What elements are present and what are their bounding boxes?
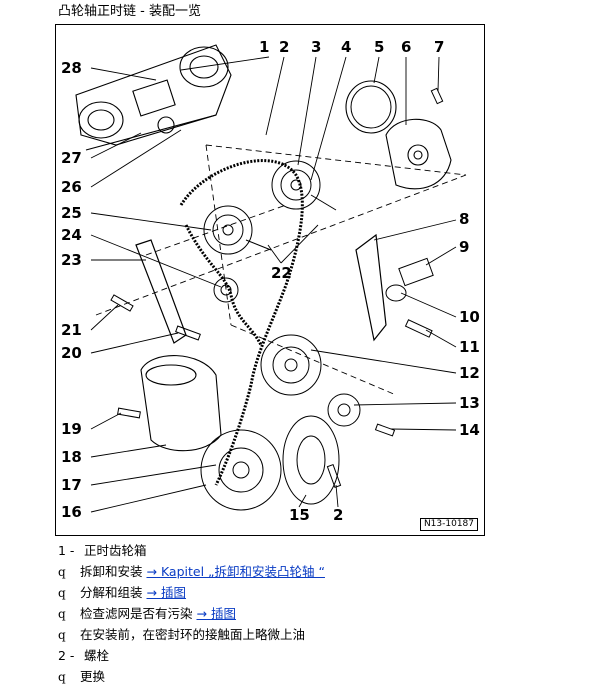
- callout-16: 16: [61, 503, 82, 521]
- bullet-text: 更换: [79, 669, 105, 684]
- exploded-view-drawing: [75, 44, 467, 513]
- callout-7: 7: [434, 38, 445, 56]
- link-arrow-icon: →: [196, 606, 207, 621]
- bullet-marker: q: [58, 670, 66, 684]
- callout-1: 1: [259, 38, 270, 56]
- tensioner-rail: [355, 233, 387, 342]
- callout-23: 23: [61, 251, 82, 269]
- link-label: Kapitel „拆卸和安装凸轮轴 “: [160, 564, 325, 579]
- legend-bullet: q 分解和组装 → 插图: [58, 582, 598, 603]
- bullet-text: 分解和组装: [79, 585, 143, 600]
- chain-tensioner: [398, 257, 434, 287]
- callout-20: 20: [61, 344, 82, 362]
- legend-bullet: q 更换: [58, 666, 598, 687]
- guide-rail: [135, 239, 187, 344]
- callout-5: 5: [374, 38, 385, 56]
- assembly-diagram: 1 2 3 4 5 6 7 8 9 10 11 12 13 14 15 2 16…: [55, 24, 485, 536]
- link-arrow-icon: →: [146, 585, 157, 600]
- callout-27: 27: [61, 149, 82, 167]
- link-label: 插图: [160, 585, 186, 600]
- camshaft-sprocket-upper: [271, 160, 337, 211]
- callout-2-bottom: 2: [333, 506, 344, 524]
- bullet-marker: q: [58, 586, 66, 600]
- callout-19: 19: [61, 420, 82, 438]
- bullet-marker: q: [58, 628, 66, 642]
- drive-sprocket: [327, 393, 361, 427]
- figure-code: N13-10187: [419, 518, 478, 531]
- callout-22: 22: [271, 264, 292, 282]
- callout-4: 4: [341, 38, 352, 56]
- callout-2: 2: [279, 38, 290, 56]
- damper-pulley: [282, 415, 340, 505]
- legend-item-text: 螺栓: [83, 648, 109, 663]
- legend-item-2: 2 - 螺栓: [58, 645, 598, 666]
- small-sprocket: [213, 277, 239, 303]
- callout-18: 18: [61, 448, 82, 466]
- intermediate-sprocket: [260, 334, 322, 396]
- camshaft-sprocket-mid: [203, 205, 272, 255]
- callout-28: 28: [61, 59, 82, 77]
- callout-14: 14: [459, 421, 480, 439]
- callout-24: 24: [61, 226, 82, 244]
- legend-item-number: 1 -: [58, 543, 75, 558]
- bullet-marker: q: [58, 607, 66, 621]
- seal-ring: [345, 80, 397, 134]
- callout-12: 12: [459, 364, 480, 382]
- timing-chain-upper: [179, 159, 304, 486]
- page-title: 凸轮轴正时链 - 装配一览: [58, 4, 201, 19]
- legend-bullet: q 拆卸和安装 → Kapitel „拆卸和安装凸轮轴 “: [58, 561, 598, 582]
- callout-21: 21: [61, 321, 82, 339]
- cylinder-head: [75, 44, 232, 151]
- callout-9: 9: [459, 238, 470, 256]
- link-remove-install-camshaft[interactable]: → Kapitel „拆卸和安装凸轮轴 “: [146, 564, 324, 579]
- bullet-text: 在安装前，在密封环的接触面上略微上油: [79, 627, 305, 642]
- callout-17: 17: [61, 476, 82, 494]
- callout-26: 26: [61, 178, 82, 196]
- callout-10: 10: [459, 308, 480, 326]
- callout-3: 3: [311, 38, 322, 56]
- legend-item-number: 2 -: [58, 648, 75, 663]
- adjuster-valve-housing: [385, 118, 452, 190]
- parts-legend: 1 - 正时齿轮箱 q 拆卸和安装 → Kapitel „拆卸和安装凸轮轴 “ …: [58, 540, 598, 687]
- link-illustration[interactable]: → 插图: [146, 585, 185, 600]
- bullet-text: 检查滤网是否有污染: [79, 606, 193, 621]
- crankshaft-sprocket: [200, 429, 282, 511]
- callout-15: 15: [289, 506, 310, 524]
- legend-bullet: q 检查滤网是否有污染 → 插图: [58, 603, 598, 624]
- legend-item-1: 1 - 正时齿轮箱: [58, 540, 598, 561]
- link-label: 插图: [210, 606, 236, 621]
- callout-25: 25: [61, 204, 82, 222]
- link-arrow-icon: →: [146, 564, 157, 579]
- bullet-text: 拆卸和安装: [79, 564, 143, 579]
- legend-item-text: 正时齿轮箱: [83, 543, 147, 558]
- callout-8: 8: [459, 210, 470, 228]
- callout-11: 11: [459, 338, 480, 356]
- callout-6: 6: [401, 38, 412, 56]
- callout-13: 13: [459, 394, 480, 412]
- oil-pump-housing: [140, 355, 222, 452]
- legend-bullet: q 在安装前，在密封环的接触面上略微上油: [58, 624, 598, 645]
- link-illustration[interactable]: → 插图: [196, 606, 235, 621]
- bullet-marker: q: [58, 565, 66, 579]
